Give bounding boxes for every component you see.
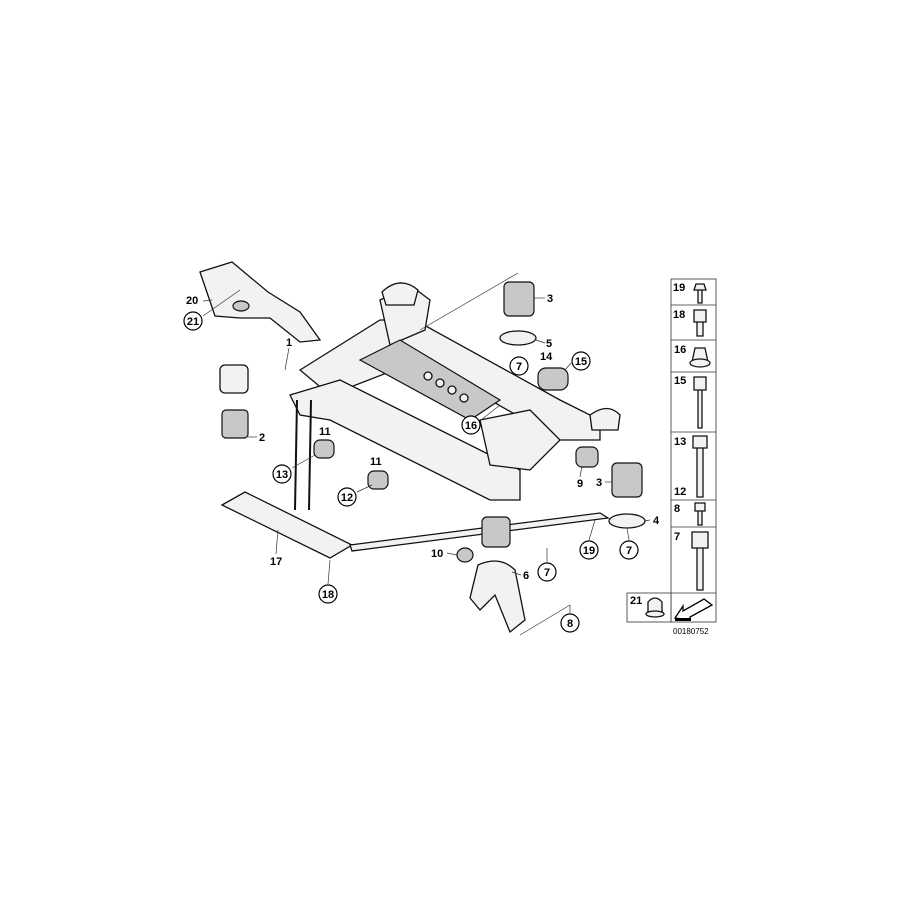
- bolt-13-icon: [692, 435, 708, 498]
- hw-21: 21: [630, 595, 642, 607]
- subframe-rear-beam: [289, 379, 521, 501]
- top-mount: [381, 282, 419, 306]
- subframe-right-arm: [479, 409, 561, 471]
- bushing-3-right: [611, 462, 643, 498]
- callout-16: 16: [461, 415, 481, 435]
- bracket-8: [469, 560, 526, 634]
- bushing-13: [313, 439, 335, 459]
- hw-13: 13: [674, 436, 686, 448]
- label-6: 6: [523, 570, 529, 582]
- bolt-19-icon: [693, 283, 707, 304]
- washer-4: [608, 513, 646, 529]
- callout-7: 7: [537, 562, 557, 582]
- svg-text:7: 7: [544, 567, 550, 579]
- label-10: 10: [431, 548, 443, 560]
- callout-13: 13: [272, 464, 292, 484]
- callout-12: 12: [337, 487, 357, 507]
- callout-18: 18: [318, 584, 338, 604]
- svg-text:16: 16: [465, 420, 477, 432]
- label-11: 11: [319, 426, 331, 438]
- label-3: 3: [596, 477, 602, 489]
- hw-18: 18: [673, 309, 685, 321]
- label-14: 14: [540, 351, 553, 363]
- bushing-2: [221, 409, 249, 439]
- bushing-12: [367, 470, 389, 490]
- hardware-panel: 19 18 16 15 13 12 8 7 21: [626, 278, 717, 623]
- svg-text:8: 8: [567, 618, 573, 630]
- mount-6: [481, 516, 511, 548]
- hw-8: 8: [674, 503, 680, 515]
- leader-lines: [202, 272, 651, 636]
- hw-16: 16: [674, 344, 686, 356]
- bolt-8-icon: [694, 502, 706, 526]
- label-17: 17: [270, 556, 282, 568]
- bushing-10: [456, 547, 474, 563]
- hw-15: 15: [674, 375, 686, 387]
- rod: [294, 399, 298, 511]
- bolt-15-icon: [693, 376, 707, 429]
- hw-7: 7: [674, 531, 680, 543]
- washer-5: [499, 330, 537, 346]
- label-20: 20: [186, 295, 198, 307]
- reference-number: 00180752: [673, 627, 709, 636]
- label-4: 4: [653, 515, 660, 527]
- label-9: 9: [577, 478, 583, 490]
- callout-7: 7: [619, 540, 639, 560]
- hw-19: 19: [673, 282, 685, 294]
- svg-text:13: 13: [276, 469, 288, 481]
- callout-7: 7: [509, 356, 529, 376]
- strut-19: [349, 512, 610, 552]
- svg-text:7: 7: [626, 545, 632, 557]
- callout-19: 19: [579, 540, 599, 560]
- svg-text:18: 18: [322, 589, 334, 601]
- callout-8: 8: [560, 613, 580, 633]
- rod: [308, 399, 312, 511]
- svg-text:15: 15: [575, 356, 587, 368]
- label-5: 5: [546, 338, 552, 350]
- svg-text:21: 21: [187, 316, 199, 328]
- svg-text:7: 7: [516, 361, 522, 373]
- label-2: 2: [259, 432, 265, 444]
- svg-text:12: 12: [341, 492, 353, 504]
- label-11: 11: [370, 456, 382, 468]
- callout-15: 15: [571, 351, 591, 371]
- plate-17: [220, 491, 354, 559]
- label-1: 1: [286, 337, 292, 349]
- left-mount: [219, 364, 249, 394]
- label-3: 3: [547, 293, 553, 305]
- cap-21-icon: [647, 597, 663, 613]
- bushing-14: [537, 367, 569, 391]
- callout-21: 21: [183, 311, 203, 331]
- svg-text:19: 19: [583, 545, 595, 557]
- heat-shield: [199, 261, 322, 343]
- bushing-9: [575, 446, 599, 468]
- bolt-7-icon: [691, 531, 709, 591]
- shield-hole: [232, 300, 250, 312]
- bolt-18-icon: [693, 309, 707, 337]
- bushing-3-top: [503, 281, 535, 317]
- right-mount: [589, 407, 621, 431]
- hw-12: 12: [674, 486, 686, 498]
